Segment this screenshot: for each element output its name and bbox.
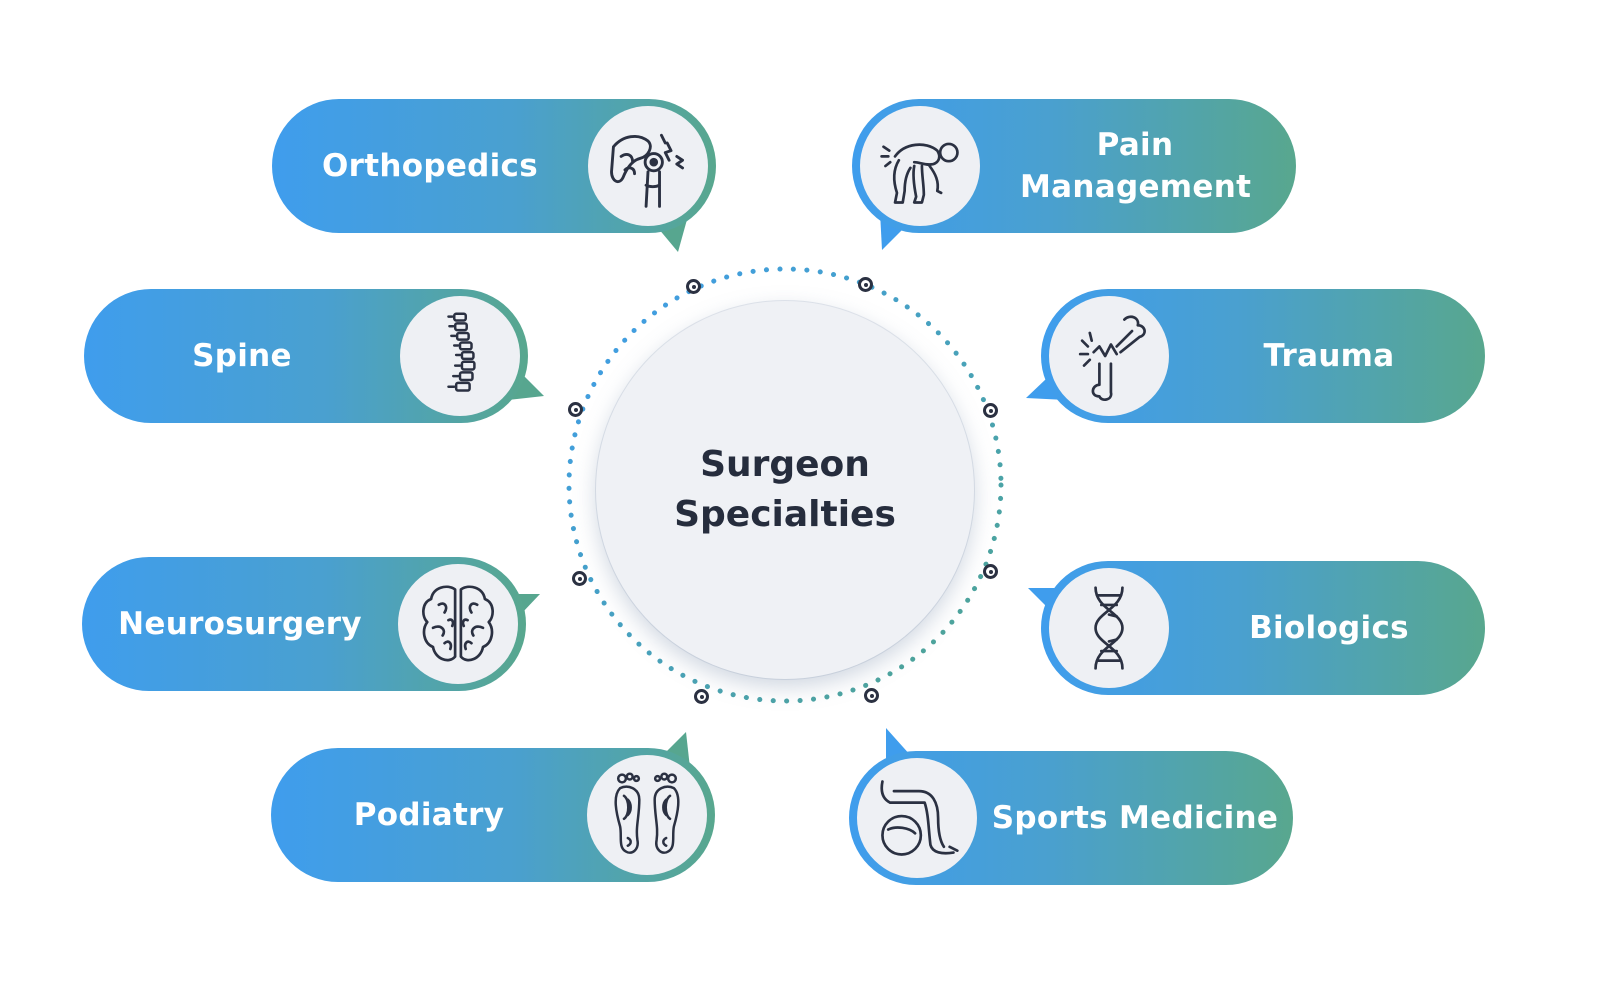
specialty-label-spine: Spine (192, 338, 292, 374)
connector-node-neurosurgery (572, 571, 587, 586)
specialty-label-trauma: Trauma (1263, 338, 1395, 374)
specialty-label-orthopedics: Orthopedics (322, 148, 538, 184)
specialty-orthopedics[interactable]: Orthopedics (272, 99, 716, 233)
specialty-podiatry[interactable]: Podiatry (271, 748, 715, 882)
connector-node-spine (568, 402, 583, 417)
connector-node-biologics (983, 564, 998, 579)
feet-icon (587, 755, 707, 875)
specialty-label-podiatry: Podiatry (353, 797, 505, 833)
specialty-label-pain-management-text: Pain Management (1020, 127, 1252, 205)
connector-node-pain-management (858, 277, 873, 292)
specialty-label-neurosurgery: Neurosurgery (118, 606, 362, 642)
specialty-neurosurgery[interactable]: Neurosurgery (82, 557, 526, 691)
broken-bone-icon (1049, 296, 1169, 416)
exercise-ball-icon (857, 758, 977, 878)
specialty-label-sports-medicine: Sports Medicine (991, 800, 1279, 836)
specialty-biologics[interactable]: Biologics (1041, 561, 1485, 695)
dotted-ring (565, 265, 1005, 705)
specialty-trauma[interactable]: Trauma (1041, 289, 1485, 423)
specialty-pain-management[interactable]: Pain Management (852, 99, 1296, 233)
connector-node-trauma (983, 403, 998, 418)
center-hub: Surgeon Specialties (596, 301, 974, 679)
connector-node-sports-medicine (864, 688, 879, 703)
specialty-spine[interactable]: Spine (84, 289, 528, 423)
specialty-label-pain-management: Pain Management (1002, 99, 1268, 233)
hip-joint-pain-icon (588, 106, 708, 226)
specialty-label-biologics: Biologics (1249, 610, 1409, 646)
hub-title-line2: Specialties (674, 494, 896, 535)
connector-node-podiatry (694, 689, 709, 704)
back-pain-person-icon (860, 106, 980, 226)
hub-title-line1: Surgeon (700, 444, 870, 485)
brain-icon (398, 564, 518, 684)
connector-node-orthopedics (686, 279, 701, 294)
specialty-sports-medicine[interactable]: Sports Medicine (849, 751, 1293, 885)
dna-icon (1049, 568, 1169, 688)
spine-icon (400, 296, 520, 416)
